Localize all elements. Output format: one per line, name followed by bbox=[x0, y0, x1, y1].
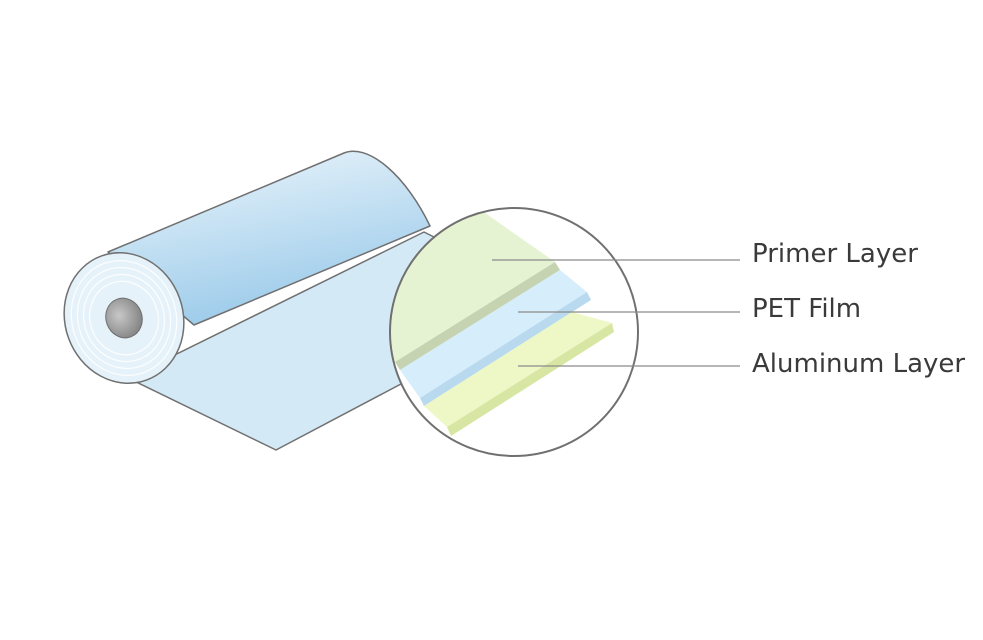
roll-core bbox=[105, 297, 143, 339]
roll-winding-rings bbox=[70, 260, 178, 376]
aluminum-layer-label: Aluminum Layer bbox=[752, 349, 966, 379]
aluminum-layer-edge bbox=[447, 323, 614, 436]
pet-film-layer bbox=[400, 270, 587, 398]
pet-film-layer-edge bbox=[420, 292, 591, 406]
pet-film-label: PET Film bbox=[752, 294, 862, 324]
magnifier-outline bbox=[389, 207, 639, 457]
primer-layer-label: Primer Layer bbox=[752, 239, 918, 269]
primer-layer-edge bbox=[395, 262, 560, 370]
aluminum-layer bbox=[424, 312, 612, 427]
film-roll-body bbox=[107, 150, 431, 326]
